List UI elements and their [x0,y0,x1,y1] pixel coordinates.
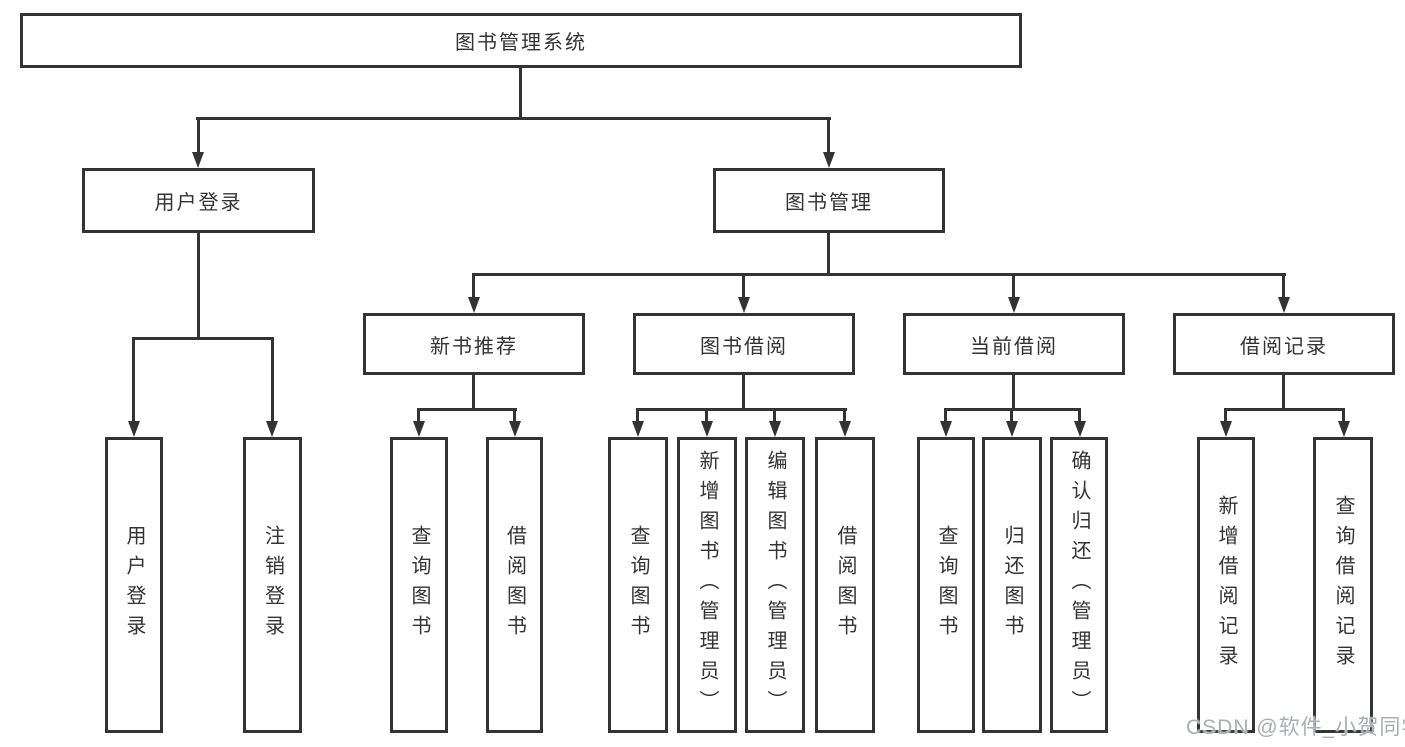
leaf-label: 查询图书 [627,525,649,645]
connector-line [827,117,830,153]
arrow-down-icon [192,152,204,168]
arrow-down-icon [1278,297,1290,313]
connector-line [1012,273,1015,299]
connector-line [132,337,274,340]
node-book-management: 图书管理 [713,168,945,233]
connector-line [1010,408,1013,422]
connector-line [472,375,475,411]
connector-line [1282,375,1285,411]
node-current-borrow: 当前借阅 [903,313,1125,375]
arrow-down-icon [632,421,644,437]
connector-line [417,408,517,411]
connector-line [271,337,274,422]
leaf-edit-book-admin: 编辑图书（管理员） [745,437,805,733]
node-book-borrow: 图书借阅 [633,313,855,375]
leaf-query-book-recommend: 查询图书 [390,437,448,733]
leaf-label: 新增图书（管理员） [696,450,718,720]
connector-line [742,375,745,411]
arrow-down-icon [839,421,851,437]
leaf-query-book-borrow: 查询图书 [608,437,668,733]
leaf-borrow-book: 借阅图书 [815,437,875,733]
leaf-add-book-admin: 新增图书（管理员） [677,437,737,733]
connector-line [636,408,847,411]
csdn-watermark: CSDN @软件_小贺同学 [1186,716,1405,739]
leaf-return-book: 归还图书 [982,437,1042,733]
leaf-label: 归还图书 [1001,525,1023,645]
connector-line [196,117,831,120]
connector-line [827,233,830,276]
arrow-down-icon [266,421,278,437]
arrow-down-icon [769,421,781,437]
connector-line [472,273,475,299]
connector-line [519,68,522,120]
connector-line [1078,408,1081,422]
node-user-login: 用户登录 [82,168,315,233]
arrow-down-icon [701,421,713,437]
connector-line [773,408,776,422]
connector-line [197,233,200,340]
connector-line [417,408,420,422]
connector-line [705,408,708,422]
connector-line [132,337,135,422]
connector-line [513,408,516,422]
arrow-down-icon [1220,421,1232,437]
connector-line [843,408,846,422]
connector-line [636,408,639,422]
arrow-down-icon [1338,421,1350,437]
connector-line [1012,375,1015,411]
leaf-label: 借阅图书 [503,525,526,645]
connector-line [472,273,1286,276]
leaf-query-borrow-record: 查询借阅记录 [1313,437,1373,733]
connector-line [1282,273,1285,299]
arrow-down-icon [509,421,521,437]
leaf-confirm-return-admin: 确认归还（管理员） [1050,437,1108,733]
connector-line [1342,408,1345,422]
leaf-label: 查询图书 [935,525,957,645]
arrow-down-icon [1008,297,1020,313]
arrow-down-icon [1074,421,1086,437]
node-borrow-record: 借阅记录 [1173,313,1395,375]
leaf-label: 确认归还（管理员） [1068,450,1090,720]
arrow-down-icon [738,297,750,313]
leaf-label: 注销登录 [261,525,284,645]
node-root-system: 图书管理系统 [20,13,1022,68]
leaf-label: 用户登录 [123,525,145,645]
connector-line [1224,408,1345,411]
connector-line [1224,408,1227,422]
arrow-down-icon [823,152,835,168]
leaf-add-borrow-record: 新增借阅记录 [1197,437,1255,733]
arrow-down-icon [128,421,140,437]
leaf-label: 借阅图书 [834,525,856,645]
connector-line [944,408,947,422]
leaf-user-login: 用户登录 [105,437,163,733]
leaf-label: 新增借阅记录 [1215,495,1237,675]
leaf-logout: 注销登录 [243,437,302,733]
arrow-down-icon [940,421,952,437]
arrow-down-icon [468,297,480,313]
connector-line [197,117,200,153]
connector-line [742,273,745,299]
leaf-label: 查询图书 [408,525,430,645]
leaf-label: 编辑图书（管理员） [764,450,786,720]
leaf-borrow-book-recommend: 借阅图书 [486,437,543,733]
arrow-down-icon [1006,421,1018,437]
arrow-down-icon [413,421,425,437]
leaf-label: 查询借阅记录 [1332,495,1354,675]
node-new-book-recommend: 新书推荐 [363,313,585,375]
leaf-query-book-current: 查询图书 [917,437,975,733]
